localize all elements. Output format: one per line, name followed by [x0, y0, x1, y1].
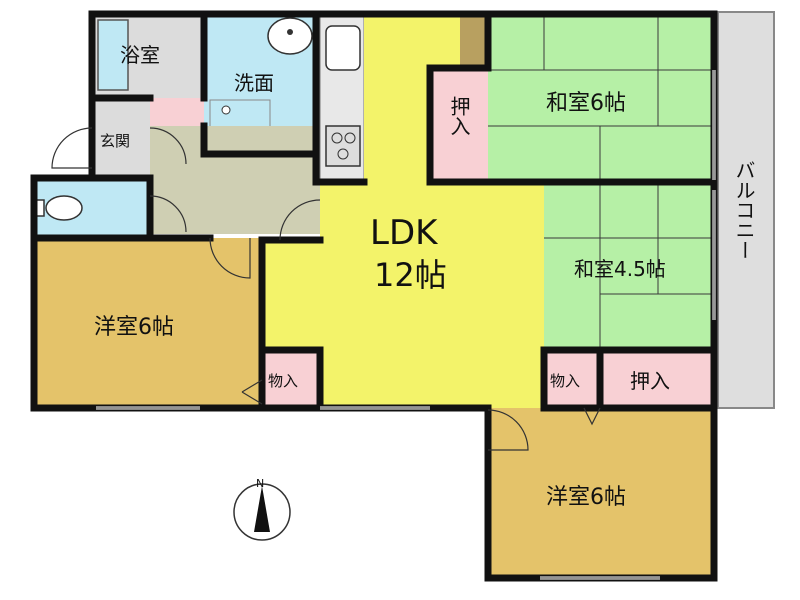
youshitsu-left-room — [34, 238, 262, 408]
kitchen-sink — [325, 25, 361, 71]
toilet-fixture — [45, 195, 83, 221]
balcony-label: バルコニー — [732, 160, 756, 260]
youshitsu-bottom-label: 洋室6帖 — [546, 485, 626, 510]
compass-north-label: N — [256, 477, 264, 490]
monoire-right — [544, 350, 600, 408]
monoire-right-label: 物入 — [550, 372, 580, 390]
windows — [96, 70, 716, 580]
entrance-label: 玄関 — [100, 132, 130, 150]
compass: N — [233, 477, 291, 541]
washbasin — [267, 17, 313, 55]
compass-ring — [233, 483, 291, 541]
ldk-label: LDK — [370, 213, 439, 253]
oshiire-bottom-label: 押入 — [630, 369, 670, 393]
oshiire-top — [430, 68, 488, 182]
door-swings — [51, 127, 601, 451]
wash-label: 洗面 — [234, 71, 274, 95]
washitsu-45-room — [544, 182, 714, 350]
oshiire-top-label: 押入 — [447, 96, 471, 136]
monoire-left-label: 物入 — [268, 372, 298, 390]
entrance-closet — [150, 98, 204, 126]
oshiire-bottom — [600, 350, 714, 408]
youshitsu-left-label: 洋室6帖 — [94, 315, 174, 340]
hallway — [150, 126, 320, 234]
balcony-area — [717, 11, 775, 409]
washitsu-6-room — [488, 14, 714, 182]
ldk-size-label: 12帖 — [374, 256, 447, 294]
washitsu-45-label: 和室4.5帖 — [574, 257, 666, 281]
kitchen-stove — [325, 125, 361, 167]
washitsu-6-label: 和室6帖 — [546, 91, 626, 116]
bath-label: 浴室 — [120, 43, 160, 67]
compass-needle — [254, 486, 270, 532]
bathtub — [97, 19, 129, 91]
ldk-room — [262, 14, 544, 408]
entrance-area — [92, 98, 150, 178]
monoire-left — [262, 350, 320, 408]
